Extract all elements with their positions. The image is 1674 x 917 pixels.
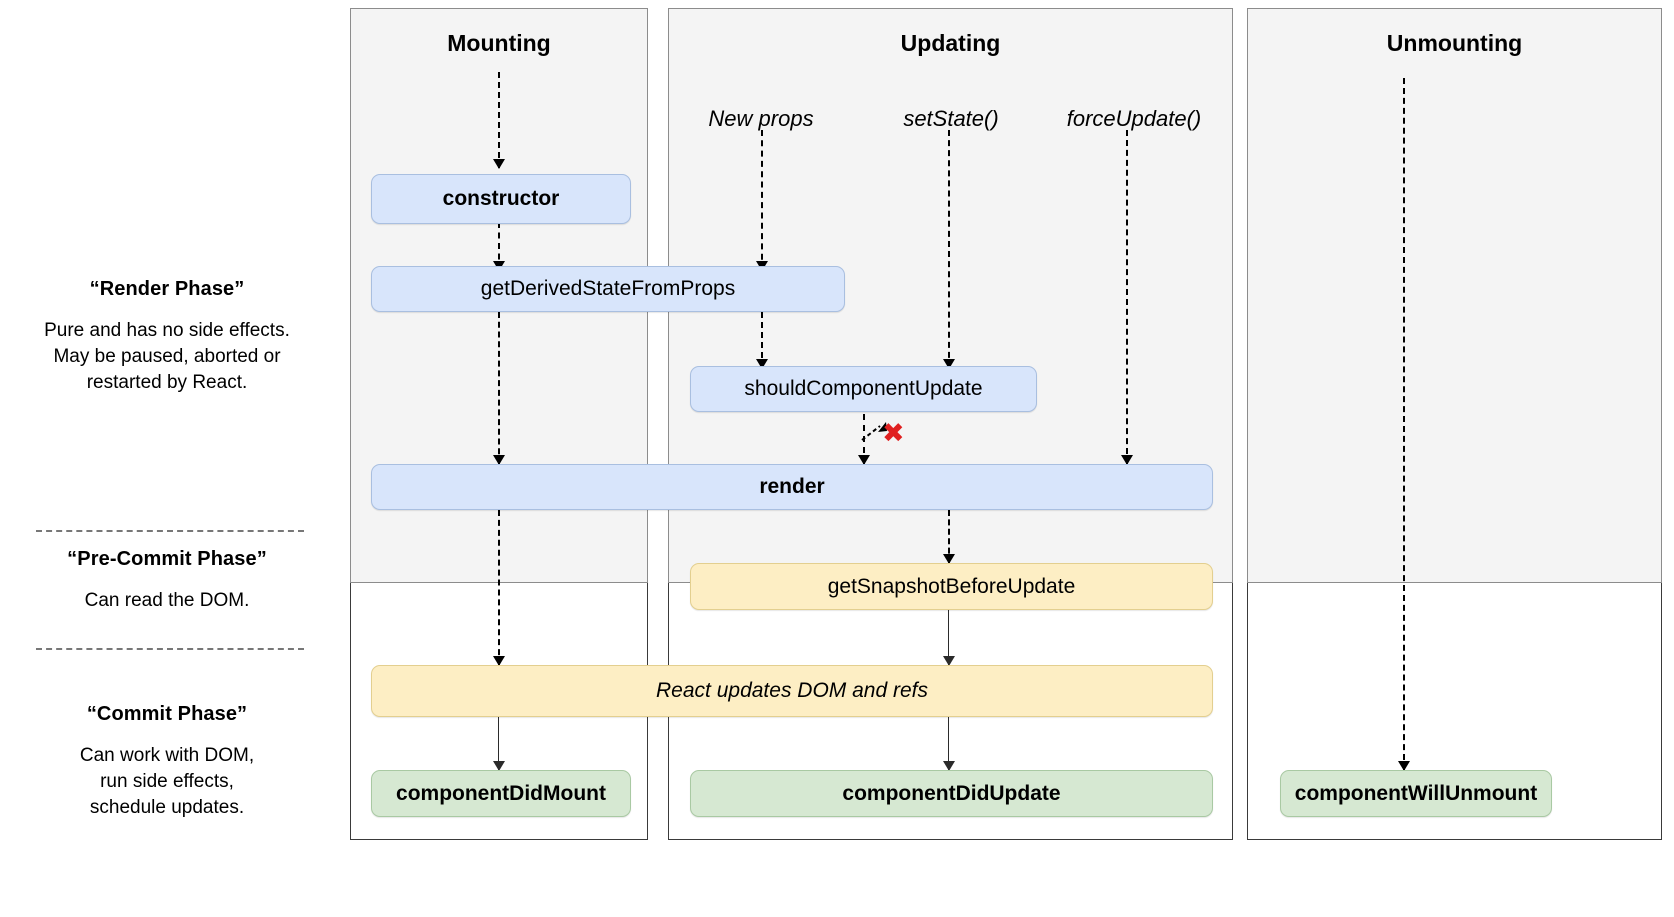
trigger-force-update: forceUpdate() xyxy=(1066,106,1202,131)
legend-render-phase-description: Pure and has no side effects. May be pau… xyxy=(44,320,290,393)
trigger-new-props: New props xyxy=(708,106,814,131)
node-component-will-unmount[interactable]: componentWillUnmount xyxy=(1280,770,1552,817)
arrow-scu-false-branch xyxy=(858,418,894,444)
node-render[interactable]: render xyxy=(371,464,1213,510)
legend-commit-phase-title: “Commit Phase” xyxy=(86,703,248,725)
node-react-updates-dom-and-refs[interactable]: React updates DOM and refs xyxy=(371,665,1213,717)
legend-commit-phase: “Commit Phase” Can work with DOM, run si… xyxy=(12,703,322,821)
legend-pre-commit-phase-title: “Pre-Commit Phase” xyxy=(67,548,267,570)
node-should-component-update[interactable]: shouldComponentUpdate xyxy=(690,366,1037,412)
legend-commit-phase-description: Can work with DOM, run side effects, sch… xyxy=(79,745,255,818)
trigger-set-state: setState() xyxy=(903,106,999,131)
column-unmounting: Unmounting xyxy=(1247,8,1662,840)
skip-render-x-icon: ✖ xyxy=(882,418,905,449)
legend-render-phase-title: “Render Phase” xyxy=(89,278,245,300)
legend-divider-top xyxy=(36,530,304,532)
node-get-derived-state-from-props[interactable]: getDerivedStateFromProps xyxy=(371,266,845,312)
legend-render-phase: “Render Phase” Pure and has no side effe… xyxy=(12,278,322,396)
legend-divider-bottom xyxy=(36,648,304,650)
unmounting-render-phase-region xyxy=(1247,8,1662,583)
legend-pre-commit-phase-description: Can read the DOM. xyxy=(84,590,250,611)
column-title-unmounting: Unmounting xyxy=(1386,30,1523,56)
legend-pre-commit-phase: “Pre-Commit Phase” Can read the DOM. xyxy=(12,548,322,614)
node-get-snapshot-before-update[interactable]: getSnapshotBeforeUpdate xyxy=(690,563,1213,610)
column-title-mounting: Mounting xyxy=(447,30,551,56)
node-constructor[interactable]: constructor xyxy=(371,174,631,224)
node-component-did-mount[interactable]: componentDidMount xyxy=(371,770,631,817)
column-title-updating: Updating xyxy=(900,30,1001,56)
node-component-did-update[interactable]: componentDidUpdate xyxy=(690,770,1213,817)
